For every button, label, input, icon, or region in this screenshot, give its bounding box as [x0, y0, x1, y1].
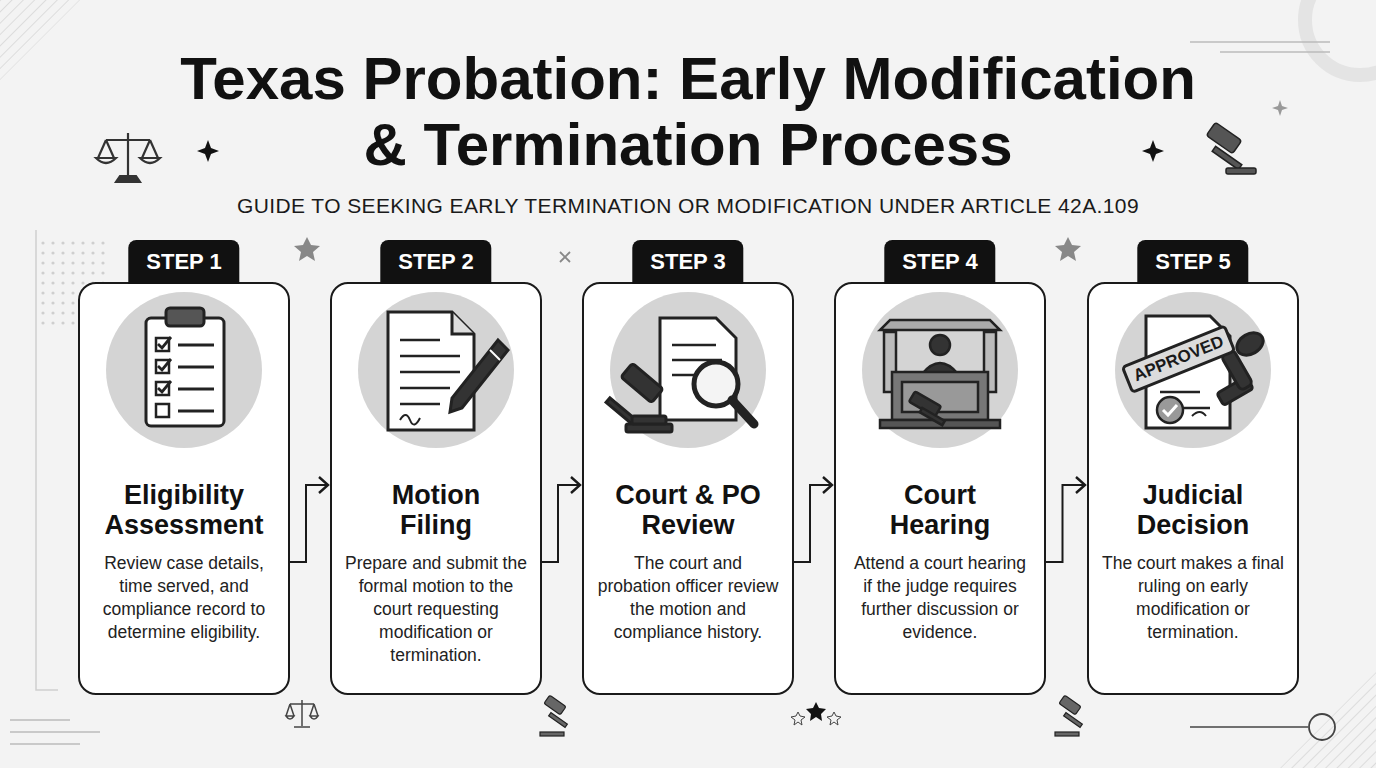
step-description: The court and probation officer review t… [596, 552, 780, 644]
subtitle: GUIDE TO SEEKING EARLY TERMINATION OR MO… [0, 194, 1376, 218]
step-heading: Court Hearing [858, 480, 1022, 540]
flow-arrow [542, 477, 580, 562]
step-description: Attend a court hearing if the judge requ… [848, 552, 1032, 644]
step-card: STEP 1Eligibility AssessmentReview case … [78, 282, 290, 695]
flow-arrow [290, 477, 328, 562]
step-tab: STEP 1 [128, 240, 239, 284]
diagram-title: Texas Probation: Early Modification & Te… [163, 46, 1213, 178]
review-icon [606, 318, 754, 432]
flow-arrow [1046, 477, 1085, 562]
step-card: STEP 3Court & PO ReviewThe court and pro… [582, 282, 794, 695]
step-description: Prepare and submit the formal motion to … [344, 552, 528, 667]
step-description: Review case details, time served, and co… [92, 552, 276, 644]
document-pen-icon [388, 312, 508, 430]
step-description: The court makes a final ruling on early … [1101, 552, 1285, 644]
step-card: STEP 4Court HearingAttend a court hearin… [834, 282, 1046, 695]
step-heading: Court & PO Review [606, 480, 770, 540]
step-tab: STEP 3 [632, 240, 743, 284]
flow-arrow [794, 477, 832, 562]
step-heading: Judicial Decision [1111, 480, 1275, 540]
card-grounds [78, 282, 1299, 695]
step-heading: Motion Filing [354, 480, 518, 540]
step-tab: STEP 2 [380, 240, 491, 284]
step-heading: Eligibility Assessment [102, 480, 266, 540]
courtroom-icon [880, 320, 1000, 428]
step-tab: STEP 4 [884, 240, 995, 284]
step-tab: STEP 5 [1137, 240, 1248, 284]
step-card: STEP 2Motion FilingPrepare and submit th… [330, 282, 542, 695]
clipboard-icon [146, 308, 224, 426]
step-card: STEP 5Judicial DecisionThe court makes a… [1087, 282, 1299, 695]
